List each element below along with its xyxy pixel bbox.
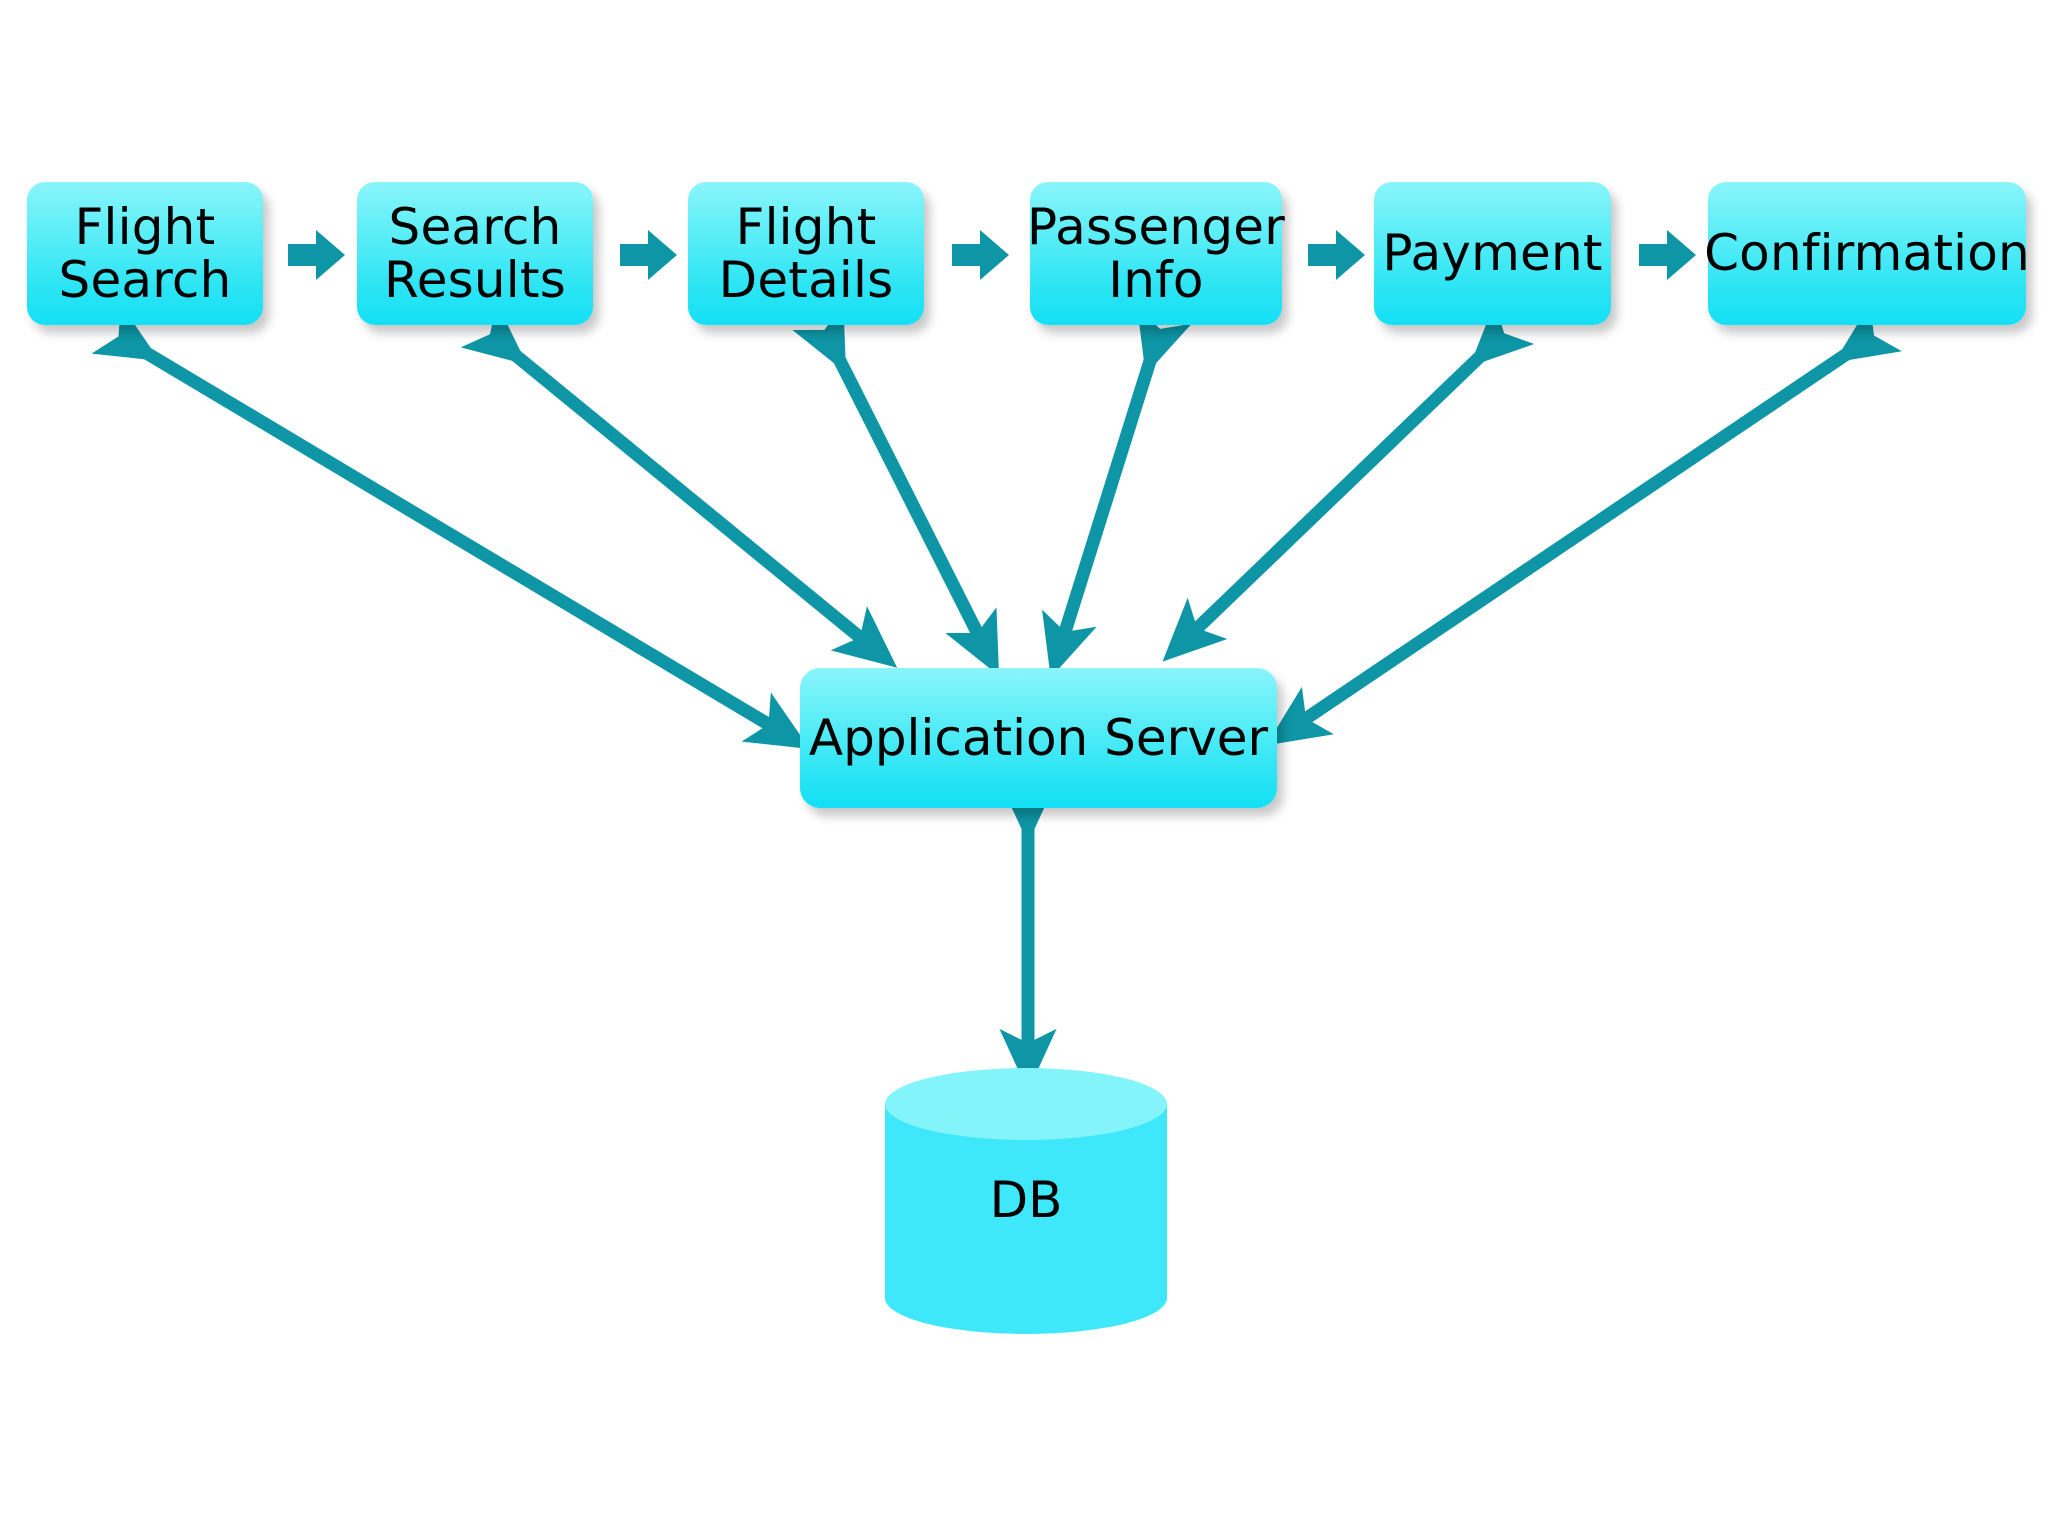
application-server-label: Application Server bbox=[808, 709, 1269, 767]
flow-step-label: Search Results bbox=[384, 197, 566, 309]
flow-step-flight-search[interactable]: Flight Search bbox=[27, 182, 263, 325]
database-cylinder-icon bbox=[885, 1068, 1167, 1334]
link-flight-search-to-server bbox=[91, 304, 810, 749]
database-node[interactable]: DB bbox=[885, 1068, 1167, 1334]
flow-step-confirmation[interactable]: Confirmation bbox=[1704, 182, 2030, 325]
flow-step-search-results[interactable]: Search Results bbox=[357, 182, 593, 325]
connector-arrow-icon bbox=[950, 224, 1012, 290]
link-confirmation-to-server bbox=[1266, 303, 1902, 746]
flow-step-label: Payment bbox=[1382, 224, 1603, 282]
flow-step-label: Passenger Info bbox=[1027, 197, 1285, 309]
link-payment-to-server bbox=[1162, 302, 1535, 662]
connector-arrow-icon bbox=[1306, 224, 1368, 290]
link-flight-details-to-server bbox=[792, 304, 1000, 676]
database-label: DB bbox=[989, 1171, 1063, 1229]
flow-step-payment[interactable]: Payment bbox=[1374, 182, 1611, 325]
connector-arrow-icon bbox=[618, 224, 680, 290]
flow-step-label: Flight Search bbox=[58, 197, 232, 309]
flow-step-label: Flight Details bbox=[718, 197, 894, 309]
application-server-node[interactable]: Application Server bbox=[800, 668, 1277, 808]
flow-step-passenger-info[interactable]: Passenger Info bbox=[1027, 182, 1285, 325]
connector-arrow-icon bbox=[1637, 224, 1699, 290]
flow-step-flight-details[interactable]: Flight Details bbox=[688, 182, 924, 325]
link-passenger-info-to-server bbox=[1042, 306, 1192, 678]
connector-arrow-icon bbox=[286, 224, 348, 290]
flow-step-label: Confirmation bbox=[1704, 224, 2030, 282]
